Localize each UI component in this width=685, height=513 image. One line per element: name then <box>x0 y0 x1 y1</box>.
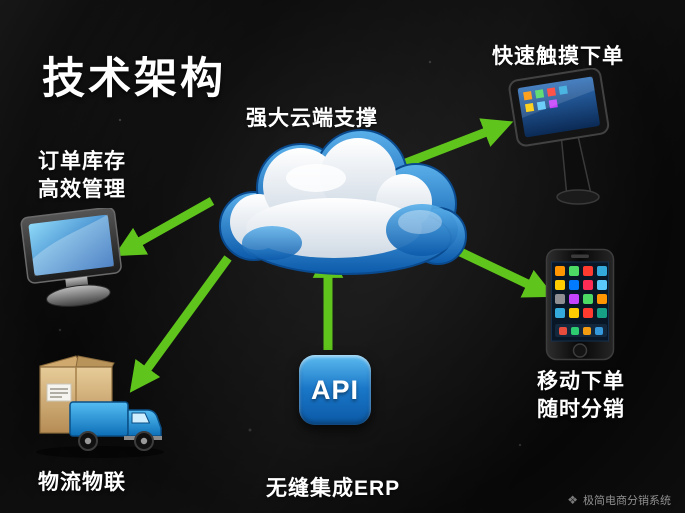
cloud-label: 强大云端支撑 <box>246 107 378 130</box>
api-label: 无缝集成ERP <box>266 477 401 500</box>
brand-logo-icon: ❖ <box>567 493 578 507</box>
footer-text: 极简电商分销系统 <box>583 495 671 507</box>
phone-home-button <box>572 343 588 358</box>
mobile-label: 移动下单 随时分销 <box>537 370 625 422</box>
desktop-monitor-icon <box>20 206 128 314</box>
logistics-label: 物流物联 <box>38 471 126 494</box>
footer: ❖ 极简电商分销系统 <box>567 492 671 508</box>
kiosk-stand <box>560 133 592 198</box>
slide-title: 技术架构 <box>42 55 226 103</box>
delivery-truck <box>69 401 162 451</box>
kiosk-label: 快速触摸下单 <box>492 45 624 68</box>
touch-kiosk-icon <box>503 67 615 210</box>
arrow-cloud-to-monitor <box>113 197 215 257</box>
api-badge-text: API <box>310 374 359 405</box>
api-badge-icon: API <box>299 355 371 425</box>
smartphone-icon <box>545 248 615 362</box>
truck-box-icon <box>18 350 175 464</box>
monitor-label: 订单库存 高效管理 <box>38 150 126 202</box>
cloud-icon <box>216 126 474 278</box>
